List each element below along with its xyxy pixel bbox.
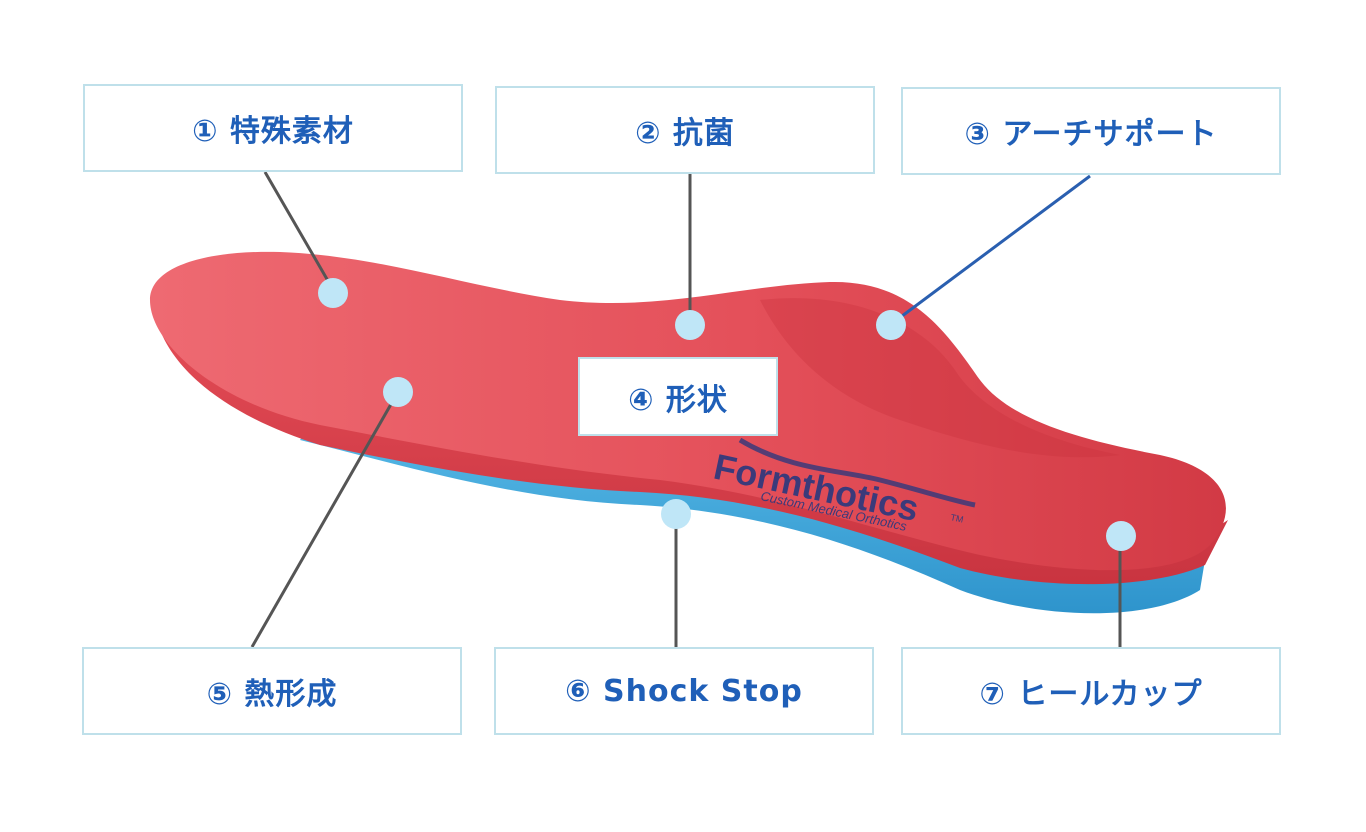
callout-dot-6 — [661, 499, 691, 529]
callout-dot-1 — [318, 278, 348, 308]
callout-dot-5 — [383, 377, 413, 407]
brand-tm: TM — [950, 512, 965, 524]
label-special-material-text: ① 特殊素材 — [192, 114, 354, 149]
label-shape-text: ④ 形状 — [628, 382, 728, 418]
label-heat-molding-text: ⑤ 熱形成 — [206, 677, 338, 712]
arch-shading — [760, 298, 1120, 458]
label-shape: ④ 形状 — [578, 357, 778, 436]
label-heel-cup-text: ⑦ ヒールカップ — [979, 677, 1203, 712]
label-antibacterial-text: ② 抗菌 — [635, 116, 735, 151]
leader-line-3 — [889, 174, 1091, 327]
label-arch-support: ③ アーチサポート — [901, 87, 1281, 175]
callout-dot-2 — [675, 310, 705, 340]
callout-dot-7 — [1106, 521, 1136, 551]
label-shock-stop-text: ⑥ Shock Stop — [565, 673, 803, 709]
brand-wave — [738, 437, 976, 508]
label-arch-support-text: ③ アーチサポート — [964, 117, 1218, 152]
leader-line-5 — [250, 391, 400, 648]
label-antibacterial: ② 抗菌 — [495, 86, 875, 174]
callout-dot-3 — [876, 310, 906, 340]
leader-line-1 — [263, 171, 337, 294]
label-special-material: ① 特殊素材 — [83, 84, 463, 172]
label-heel-cup: ⑦ ヒールカップ — [901, 647, 1281, 735]
label-heat-molding: ⑤ 熱形成 — [82, 647, 462, 735]
label-shock-stop: ⑥ Shock Stop — [494, 647, 874, 735]
